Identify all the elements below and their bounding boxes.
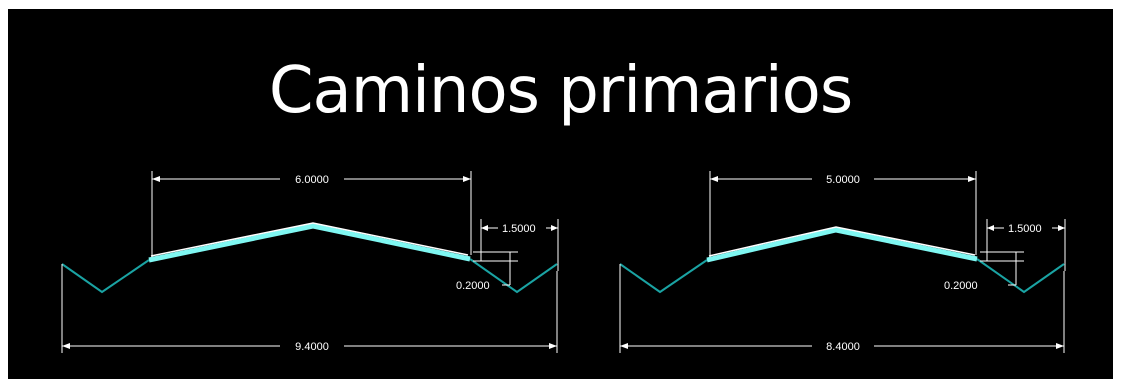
arrow-right [463, 176, 471, 182]
arrow-left [987, 225, 994, 231]
arrow-left [152, 176, 160, 182]
page-title: Caminos primarios [268, 54, 853, 128]
road-surface [148, 223, 471, 263]
shoulder-width-label: 1.5000 [502, 223, 536, 235]
ditch-profile [619, 259, 708, 294]
drawing-canvas: Caminos primarios 6.0000 1.5000 [8, 9, 1113, 379]
arrow-right [549, 343, 557, 349]
total-width-label: 8.4000 [826, 341, 860, 353]
cross-section-2: 5.0000 1.5000 0.2000 8.4000 [619, 171, 1066, 353]
ditch-profile-right [976, 258, 1065, 294]
arrow-right [1058, 225, 1065, 231]
ditch-profile [61, 259, 150, 294]
arrow-left [481, 225, 488, 231]
road-surface-inner [708, 226, 976, 257]
arrow-left [62, 343, 70, 349]
shoulder-width-label: 1.5000 [1008, 223, 1042, 235]
shoulder-drop-label: 0.2000 [944, 280, 978, 292]
crown-width-label: 5.0000 [826, 174, 860, 186]
road-surface-inner [150, 222, 469, 257]
arrow-right [1056, 343, 1064, 349]
arrow-left [620, 343, 628, 349]
cross-section-1: 6.0000 1.5000 0.2000 9.4000 [61, 171, 559, 353]
road-surface [706, 227, 978, 263]
total-width-label: 9.4000 [295, 341, 329, 353]
ditch-profile-right [469, 258, 558, 294]
cross-sections-drawing: 6.0000 1.5000 0.2000 9.4000 [61, 171, 1066, 353]
arrow-left [710, 176, 718, 182]
crown-width-label: 6.0000 [295, 174, 329, 186]
arrow-right [551, 225, 558, 231]
arrow-right [968, 176, 976, 182]
shoulder-drop-label: 0.2000 [456, 280, 490, 292]
